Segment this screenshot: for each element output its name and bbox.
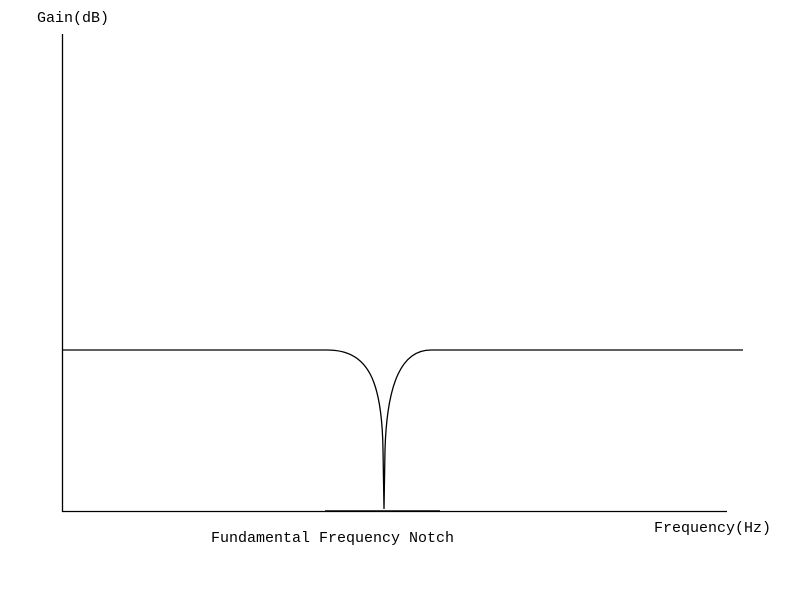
y-axis-label: Gain(dB) (37, 10, 110, 27)
notch-response-curve (63, 349, 743, 510)
x-axis-label: Frequency(Hz) (654, 520, 772, 537)
figure-caption: Fundamental Frequency Notch (211, 530, 455, 547)
